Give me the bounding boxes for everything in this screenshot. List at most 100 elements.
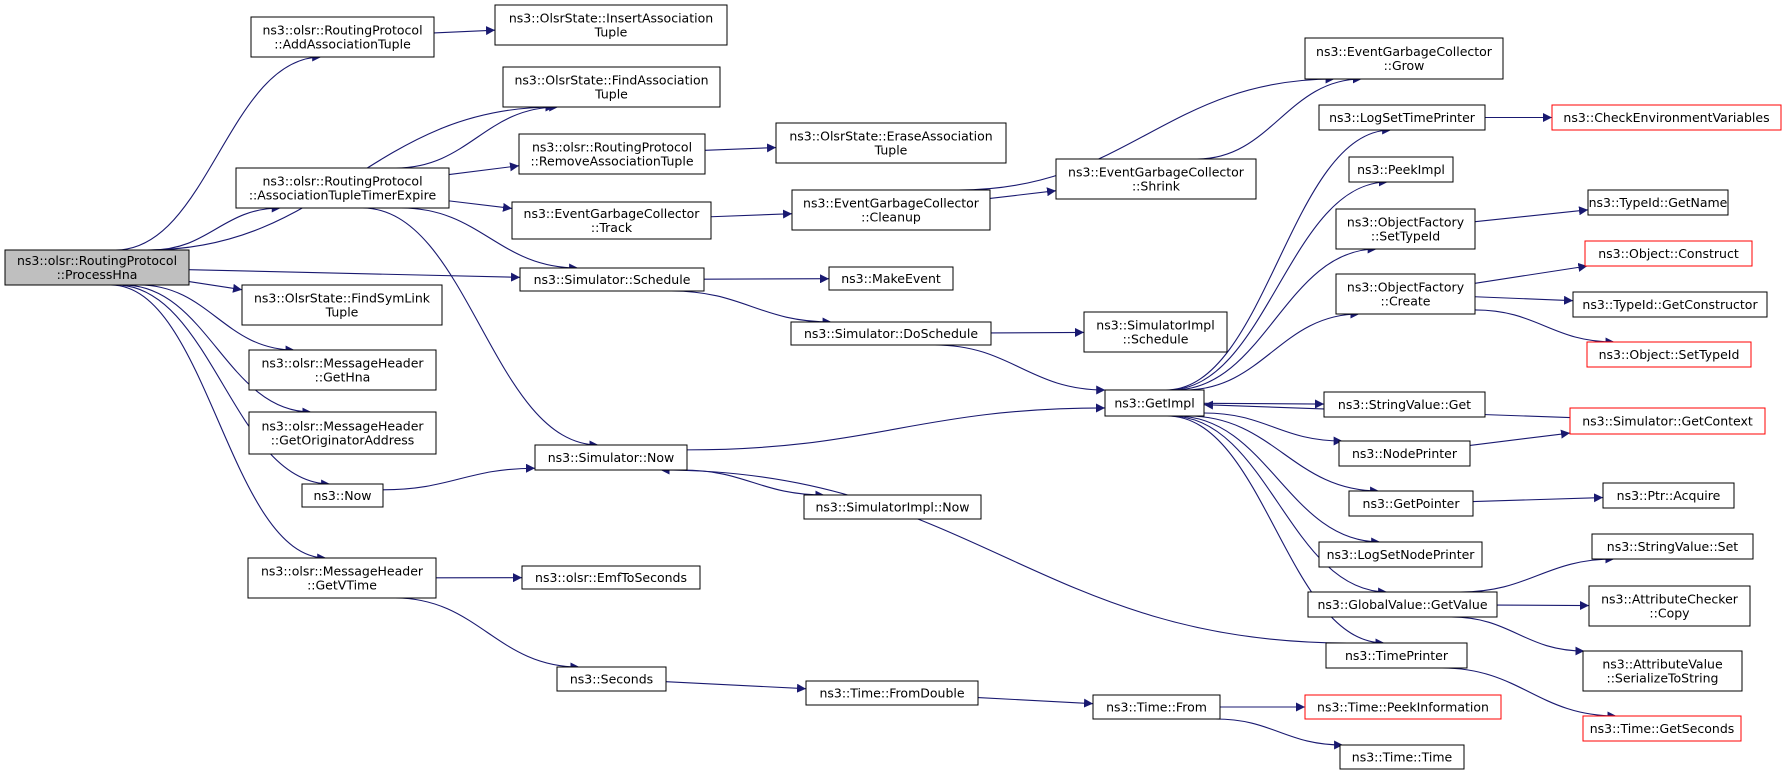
node-objsettypeid[interactable]: ns3::Object::SetTypeId	[1586, 341, 1752, 368]
edge-processhna-to-getvtime	[110, 284, 327, 563]
node-now[interactable]: ns3::Now	[301, 483, 384, 508]
node-addassoc[interactable]: ns3::olsr::RoutingProtocol::AddAssociati…	[250, 16, 435, 58]
node-getvtime[interactable]: ns3::olsr::MessageHeader::GetVTime	[247, 557, 437, 599]
node-box	[1339, 744, 1465, 770]
edge-line	[448, 162, 520, 176]
node-globalvalget[interactable]: ns3::GlobalValue::GetValue	[1307, 591, 1498, 618]
edge-line	[1460, 554, 1615, 593]
edge-getimpl-to-peekimpl	[1168, 177, 1388, 391]
node-box	[301, 483, 384, 508]
node-nodeprinter[interactable]: ns3::NodePrinter	[1338, 440, 1471, 467]
node-peekimpl[interactable]: ns3::PeekImpl	[1348, 156, 1454, 183]
edge-line	[958, 74, 1335, 191]
node-egccleanup[interactable]: ns3::EventGarbageCollector::Cleanup	[791, 189, 991, 231]
node-label-line: ns3::olsr::RoutingProtocol	[262, 23, 422, 38]
node-timeprinter[interactable]: ns3::TimePrinter	[1325, 642, 1468, 669]
node-dosched[interactable]: ns3::Simulator::DoSchedule	[790, 321, 992, 346]
node-simgetctx[interactable]: ns3::Simulator::GetContext	[1569, 407, 1766, 435]
edge-egccleanup-to-egcgrow	[958, 74, 1335, 191]
node-box	[1338, 440, 1471, 467]
node-label-line: ::Track	[591, 220, 633, 235]
node-ofsettypeid[interactable]: ns3::ObjectFactory::SetTypeId	[1335, 208, 1476, 250]
edge-dosched-to-getimpl	[934, 344, 1106, 395]
edge-line	[1474, 309, 1615, 347]
node-egcshrink[interactable]: ns3::EventGarbageCollector::Shrink	[1055, 158, 1257, 200]
node-simschedule[interactable]: ns3::Simulator::Schedule	[519, 267, 705, 292]
node-box	[521, 565, 701, 590]
node-strvalset[interactable]: ns3::StringValue::Set	[1591, 533, 1754, 560]
edge-line	[382, 463, 536, 491]
node-timefrom[interactable]: ns3::Time::From	[1092, 694, 1221, 720]
node-objconstruct[interactable]: ns3::Object::Construct	[1584, 240, 1753, 267]
node-box	[248, 349, 437, 391]
node-getpointer[interactable]: ns3::GetPointer	[1348, 490, 1474, 517]
edge-processhna-to-findsymlink	[188, 281, 243, 293]
node-label-line: ns3::LogSetNodePrinter	[1327, 547, 1476, 562]
node-typeidctor[interactable]: ns3::TypeId::GetConstructor	[1572, 291, 1768, 318]
node-ptracquire[interactable]: ns3::Ptr::Acquire	[1602, 482, 1735, 509]
edge-simschedule-to-dosched	[671, 290, 832, 327]
node-typeidname[interactable]: ns3::TypeId::GetName	[1587, 189, 1729, 216]
node-getimpl[interactable]: ns3::GetImpl	[1104, 389, 1205, 417]
node-simimplnow[interactable]: ns3::SimulatorImpl::Now	[803, 494, 982, 520]
node-timetime[interactable]: ns3::Time::Time	[1339, 744, 1465, 770]
edge-line	[671, 290, 832, 327]
edge-ofcreate-to-typeidctor	[1474, 295, 1574, 305]
node-label-line: ns3::OlsrState::EraseAssociation	[789, 129, 992, 144]
node-label-line: ns3::Ptr::Acquire	[1617, 488, 1721, 503]
edge-line	[1184, 309, 1360, 391]
node-fromdouble[interactable]: ns3::Time::FromDouble	[805, 680, 979, 706]
node-ofcreate[interactable]: ns3::ObjectFactory::Create	[1335, 273, 1476, 315]
node-box	[250, 16, 435, 58]
node-label-line: ns3::olsr::RoutingProtocol	[262, 174, 422, 189]
edge-addassoc-to-insertassoc	[433, 26, 496, 36]
node-box	[1055, 158, 1257, 200]
node-box	[248, 411, 437, 455]
node-peekinfo[interactable]: ns3::Time::PeekInformation	[1304, 694, 1502, 720]
node-getseconds[interactable]: ns3::Time::GetSeconds	[1582, 715, 1742, 742]
node-assoctimer[interactable]: ns3::olsr::RoutingProtocol::AssociationT…	[235, 167, 450, 209]
node-egcgrow[interactable]: ns3::EventGarbageCollector::Grow	[1304, 37, 1504, 80]
node-box	[518, 133, 706, 175]
node-label-line: ns3::ObjectFactory	[1347, 215, 1465, 230]
node-label-line: ns3::olsr::MessageHeader	[261, 564, 424, 579]
node-emftosec[interactable]: ns3::olsr::EmfToSeconds	[521, 565, 701, 590]
node-removeassoc[interactable]: ns3::olsr::RoutingProtocol::RemoveAssoci…	[518, 133, 706, 175]
node-box	[534, 444, 688, 471]
edge-assoctimer-to-simnow	[362, 207, 599, 450]
node-box	[1348, 490, 1474, 517]
edge-getimpl-to-logsettime	[1165, 125, 1392, 391]
node-box	[519, 267, 705, 292]
node-seconds[interactable]: ns3::Seconds	[556, 666, 667, 692]
node-logsetnode[interactable]: ns3::LogSetNodePrinter	[1318, 541, 1483, 568]
node-processhna[interactable]: ns3::olsr::RoutingProtocol::ProcessHna	[4, 249, 190, 286]
node-simnow[interactable]: ns3::Simulator::Now	[534, 444, 688, 471]
edge-line	[1474, 295, 1574, 305]
node-logsettime[interactable]: ns3::LogSetTimePrinter	[1318, 104, 1486, 131]
node-attrchkcopy[interactable]: ns3::AttributeChecker::Copy	[1588, 585, 1751, 627]
node-box	[790, 321, 992, 346]
node-simimplsched[interactable]: ns3::SimulatorImpl::Schedule	[1083, 311, 1228, 353]
edge-line	[1175, 415, 1381, 547]
node-label-line: ns3::StringValue::Set	[1607, 539, 1738, 554]
edge-line	[990, 327, 1085, 337]
node-getorig[interactable]: ns3::olsr::MessageHeader::GetOriginatorA…	[248, 411, 437, 455]
edge-line	[433, 26, 496, 36]
edge-line	[1496, 600, 1590, 610]
node-gethna[interactable]: ns3::olsr::MessageHeader::GetHna	[248, 349, 437, 391]
node-strvalget[interactable]: ns3::StringValue::Get	[1323, 391, 1486, 418]
node-egctrack[interactable]: ns3::EventGarbageCollector::Track	[511, 201, 712, 240]
node-label-line: ::Copy	[1649, 606, 1690, 621]
node-checkenv[interactable]: ns3::CheckEnvironmentVariables	[1551, 104, 1782, 131]
edge-globalvalget-to-attrchkcopy	[1496, 600, 1590, 610]
node-makeevent[interactable]: ns3::MakeEvent	[828, 266, 954, 291]
edge-line	[686, 403, 1106, 451]
node-attrvalser[interactable]: ns3::AttributeValue::SerializeToString	[1582, 650, 1743, 692]
node-label-line: ::GetOriginatorAddress	[271, 433, 415, 448]
node-label-line: ns3::TypeId::GetConstructor	[1582, 297, 1758, 312]
node-label-line: ::GetHna	[315, 370, 371, 385]
